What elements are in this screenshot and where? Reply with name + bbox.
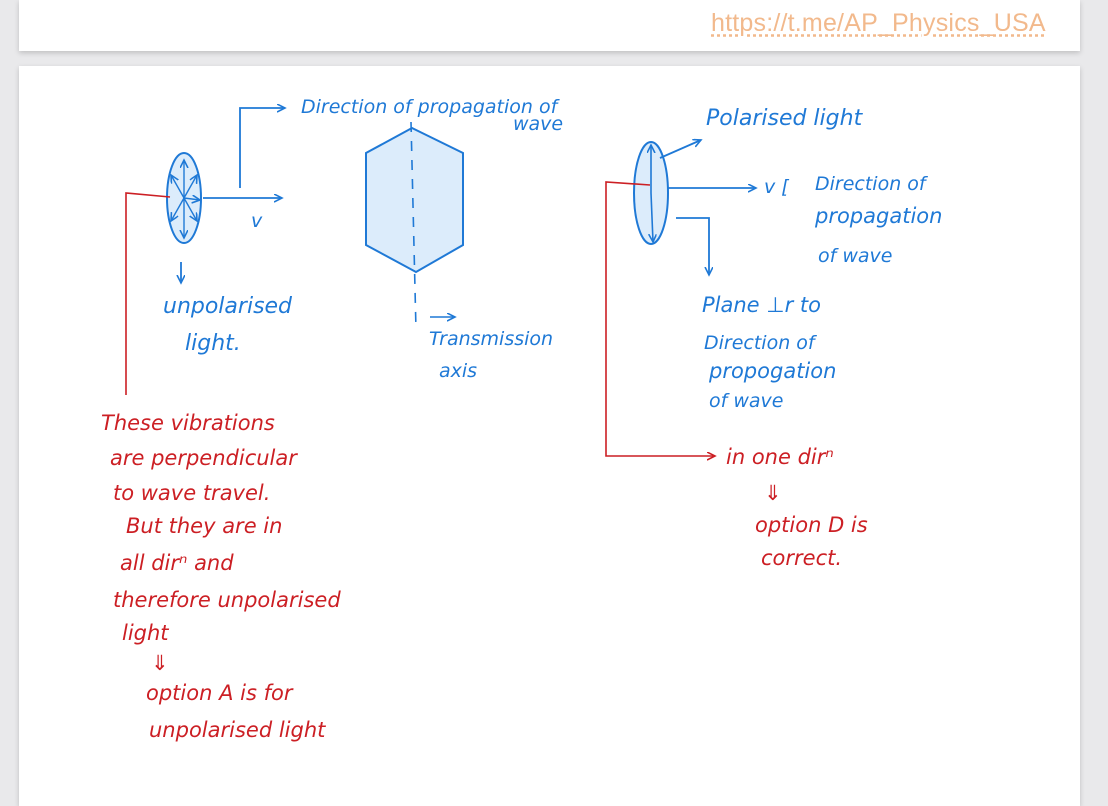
dir-right-1: Direction of bbox=[815, 173, 929, 195]
v-label-left: v bbox=[251, 210, 263, 232]
unpolarised-label-2: light. bbox=[185, 331, 241, 356]
note-left-8: option A is for bbox=[146, 681, 294, 705]
red-pointer-left bbox=[125, 192, 171, 395]
plane-label-2: Direction of bbox=[704, 332, 818, 354]
plane-label-1: Plane ⊥r to bbox=[702, 293, 821, 317]
note-left-arrow: ⇓ bbox=[151, 651, 169, 675]
propagation-arrow-right bbox=[659, 140, 756, 275]
polarised-label: Polarised light bbox=[706, 106, 864, 131]
telegram-link[interactable]: https://t.me/AP_Physics_USA bbox=[711, 9, 1046, 37]
note-right-2: option D is bbox=[755, 513, 868, 537]
note-left-1: These vibrations bbox=[101, 411, 275, 435]
note-left-9: unpolarised light bbox=[149, 718, 326, 742]
note-left-5: all dirⁿ and bbox=[120, 551, 234, 575]
header-card: https://t.me/AP_Physics_USA bbox=[19, 0, 1080, 51]
notes-right: in one dirⁿ ⇓ option D is correct. bbox=[726, 445, 868, 570]
unpolarised-label-1: unpolarised bbox=[163, 294, 293, 319]
polarizer-hexagon bbox=[365, 121, 464, 331]
polarised-light-symbol bbox=[633, 141, 669, 245]
red-pointer-right bbox=[605, 181, 715, 456]
transmission-label-1: Transmission bbox=[429, 328, 553, 350]
note-left-4: But they are in bbox=[126, 514, 282, 538]
note-left-3: to wave travel. bbox=[113, 481, 270, 505]
direction-label-2: wave bbox=[513, 113, 563, 135]
plane-label-3: propogation bbox=[708, 359, 836, 383]
note-right-1: in one dirⁿ bbox=[726, 445, 834, 469]
blue-labels: Direction of propagation of wave v unpol… bbox=[163, 96, 942, 412]
note-left-6: therefore unpolarised bbox=[113, 588, 341, 612]
transmission-label-2: axis bbox=[439, 360, 477, 382]
note-left-2: are perpendicular bbox=[110, 446, 298, 470]
direction-label-1: Direction of propagation of bbox=[301, 96, 561, 118]
dir-right-3: of wave bbox=[818, 245, 892, 267]
propagation-arrow-left bbox=[181, 108, 285, 283]
note-left-7: light bbox=[122, 621, 169, 645]
notes-left: These vibrations are perpendicular to wa… bbox=[101, 411, 341, 742]
plane-label-4: of wave bbox=[709, 390, 783, 412]
note-right-3: correct. bbox=[761, 546, 842, 570]
note-right-arrow: ⇓ bbox=[764, 481, 782, 505]
v-bracket-label: v [ bbox=[764, 176, 789, 198]
unpolarised-light-symbol bbox=[166, 152, 202, 244]
dir-right-2: propagation bbox=[814, 204, 942, 228]
